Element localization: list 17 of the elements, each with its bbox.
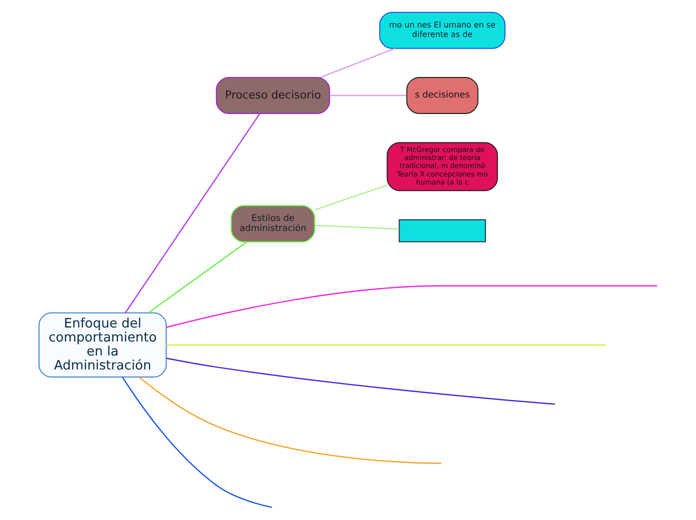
connector [138, 376, 441, 464]
node-box: s decisiones [406, 76, 478, 114]
node-box: Proceso decisorio [215, 76, 330, 114]
connector [147, 242, 246, 314]
node-box: Enfoque del comportamiento en la Administración [38, 312, 166, 378]
node-box [398, 219, 486, 242]
connector [329, 94, 406, 96]
connector [166, 285, 657, 328]
connector [314, 184, 387, 210]
node-box: mo un nes El umano en se diferente as de [378, 12, 505, 49]
node-box: Estilos de administración [230, 205, 315, 242]
connector [124, 113, 260, 314]
connector [314, 224, 399, 230]
connector [166, 344, 606, 346]
connector [122, 376, 272, 508]
connector [320, 48, 395, 78]
connector [166, 358, 554, 405]
